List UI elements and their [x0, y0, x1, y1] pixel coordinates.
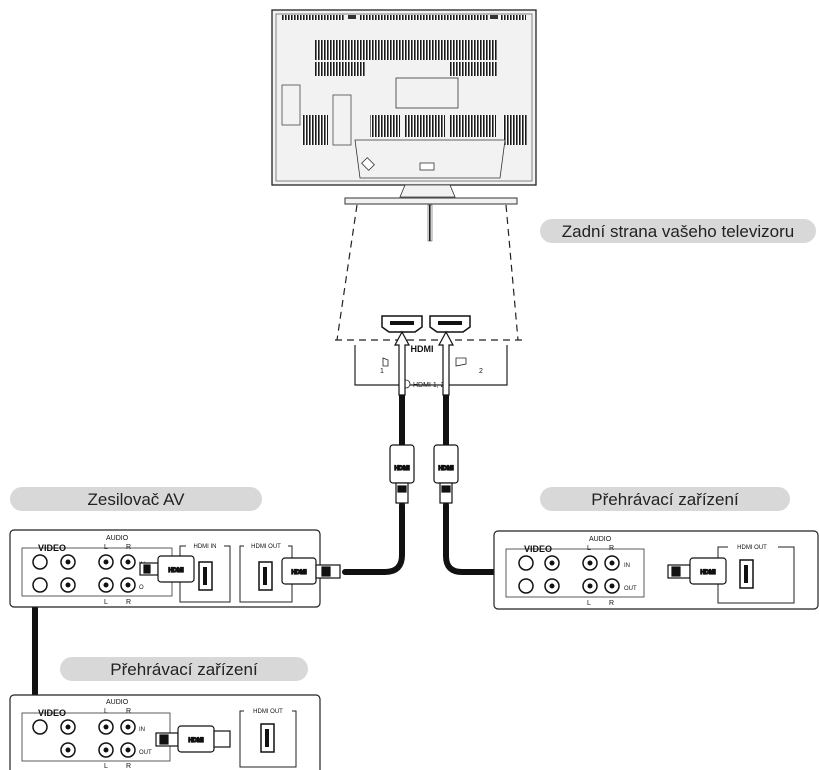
svg-text:O: O: [139, 585, 144, 591]
port-2-number: 2: [479, 368, 483, 375]
svg-text:R: R: [126, 708, 131, 715]
arrow-port-2: [437, 330, 455, 396]
zoom-lines: [335, 204, 522, 341]
svg-text:Přehrávací zařízení: Přehrávací zařízení: [591, 490, 739, 509]
amp-in-plug: HDMI: [139, 555, 195, 583]
tv-back: [271, 9, 537, 242]
hdmi-group-label: HDMI 1, 2: [413, 382, 445, 389]
svg-text:HDMI: HDMI: [188, 738, 204, 744]
player-right-label: Přehrávací zařízení: [540, 487, 790, 511]
svg-text:HDMI: HDMI: [394, 466, 410, 472]
svg-text:HDMI IN: HDMI IN: [194, 544, 217, 550]
svg-text:VIDEO: VIDEO: [38, 708, 66, 718]
svg-text:IN: IN: [624, 563, 630, 569]
svg-text:HDMI OUT: HDMI OUT: [251, 544, 281, 550]
hdmi-logo: HDMI: [411, 344, 434, 354]
arrow-port-1: [393, 330, 411, 396]
svg-text:HDMI OUT: HDMI OUT: [253, 709, 283, 715]
port-icon-1: [382, 357, 389, 367]
svg-text:HDMI: HDMI: [700, 570, 716, 576]
hdmi-plug-1: HDMI: [389, 444, 415, 504]
svg-text:IN: IN: [139, 727, 145, 733]
svg-text:L: L: [104, 544, 108, 551]
svg-text:R: R: [126, 599, 131, 606]
svg-text:VIDEO: VIDEO: [524, 544, 552, 554]
svg-text:HDMI: HDMI: [168, 568, 184, 574]
connection-arrows: [393, 330, 455, 396]
av-amplifier-label: Zesilovač AV: [10, 487, 262, 511]
player-right-panel: VIDEO AUDIO L R IN OUT L R HDMI OUT: [493, 530, 819, 610]
svg-text:R: R: [126, 763, 131, 770]
tv-back-label: Zadní strana vašeho televizoru: [540, 219, 816, 243]
player-bottom-label: Přehrávací zařízení: [60, 657, 308, 681]
svg-text:HDMI: HDMI: [438, 466, 454, 472]
port-icon-2: [455, 357, 467, 367]
svg-text:AUDIO: AUDIO: [589, 536, 612, 543]
hdmi-plug-2: HDMI: [433, 444, 459, 504]
svg-text:Zadní strana vašeho televizoru: Zadní strana vašeho televizoru: [562, 222, 794, 241]
svg-text:Přehrávací zařízení: Přehrávací zařízení: [110, 660, 258, 679]
svg-text:R: R: [609, 545, 614, 552]
amp-out-plug: HDMI: [281, 557, 341, 585]
svg-text:L: L: [104, 599, 108, 606]
svg-text:Zesilovač AV: Zesilovač AV: [87, 490, 185, 509]
svg-text:AUDIO: AUDIO: [106, 535, 129, 542]
svg-text:R: R: [609, 600, 614, 607]
svg-text:L: L: [587, 600, 591, 607]
svg-text:OUT: OUT: [624, 586, 637, 592]
svg-text:L: L: [104, 708, 108, 715]
player-right-plug: HDMI: [667, 557, 727, 585]
svg-text:HDMI: HDMI: [291, 570, 307, 576]
svg-text:L: L: [587, 545, 591, 552]
svg-text:R: R: [126, 544, 131, 551]
tv-hdmi-panel: HDMI 1 2 HDMI 1, 2: [354, 315, 508, 389]
svg-text:L: L: [104, 763, 108, 770]
svg-text:AUDIO: AUDIO: [106, 699, 129, 706]
player-bottom-plug: HDMI: [155, 725, 231, 753]
svg-text:OUT: OUT: [139, 750, 152, 756]
svg-text:HDMI OUT: HDMI OUT: [737, 545, 767, 551]
port-1-number: 1: [380, 368, 384, 375]
svg-text:VIDEO: VIDEO: [38, 543, 66, 553]
